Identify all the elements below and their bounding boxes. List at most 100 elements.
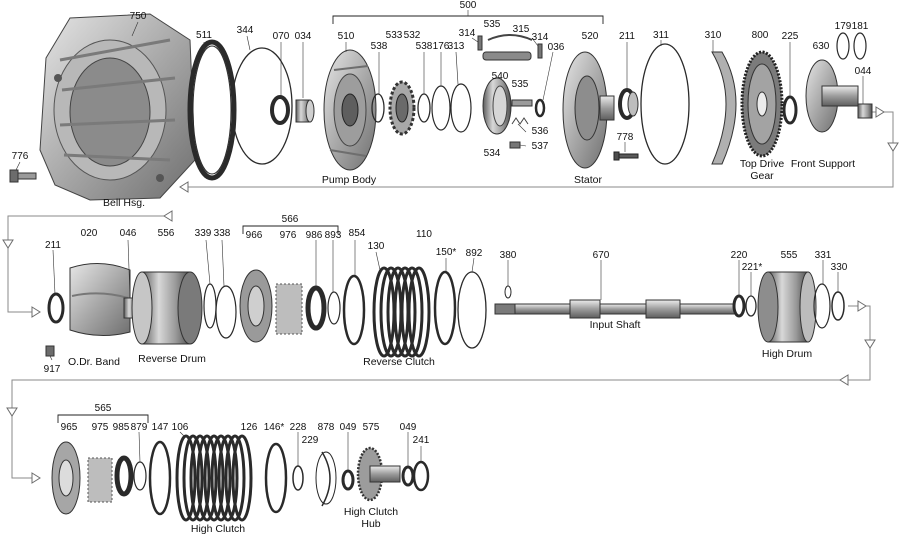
label-top-drive-line2: Gear xyxy=(750,170,774,182)
part-575: 575 xyxy=(363,422,380,433)
part-310: 310 xyxy=(705,30,722,41)
part-106: 106 xyxy=(172,422,189,433)
part-229: 229 xyxy=(302,435,319,446)
washers-220-221 xyxy=(732,294,757,318)
part-532: 532 xyxy=(404,30,421,41)
part-313: 313 xyxy=(448,41,465,52)
washer-049-a xyxy=(341,469,355,491)
high-drum xyxy=(757,271,817,343)
part-146: 146* xyxy=(264,422,285,433)
label-overdrive-band: O.Dr. Band xyxy=(68,356,120,368)
planet-pinions-975 xyxy=(87,457,113,503)
part-311: 311 xyxy=(653,30,669,41)
rings-339-338 xyxy=(203,283,237,339)
ring-511 xyxy=(187,39,237,181)
part-126: 126 xyxy=(241,422,258,433)
ring-879 xyxy=(133,461,147,491)
label-front-support: Front Support xyxy=(791,158,855,170)
ring-241 xyxy=(412,460,430,492)
ring-147 xyxy=(148,440,172,516)
part-538-a: 538 xyxy=(371,41,388,52)
seal-036 xyxy=(534,98,546,118)
part-536: 536 xyxy=(532,126,549,137)
part-034: 034 xyxy=(295,31,312,42)
planet-pinions-976 xyxy=(275,283,303,335)
label-reverse-clutch: Reverse Clutch xyxy=(363,356,435,368)
part-879: 879 xyxy=(131,422,148,433)
seal-070 xyxy=(270,95,290,125)
gasket-310 xyxy=(711,51,737,165)
part-538-b: 538 xyxy=(416,41,433,52)
part-314-b: 314 xyxy=(532,32,549,43)
part-975: 975 xyxy=(92,422,109,433)
part-380: 380 xyxy=(500,250,517,261)
ring-538-a xyxy=(371,93,385,123)
part-049-a: 049 xyxy=(340,422,357,433)
ring-854 xyxy=(342,274,366,346)
part-147: 147 xyxy=(152,422,169,433)
label-stator: Stator xyxy=(574,174,603,186)
part-211-a: 211 xyxy=(619,31,635,42)
part-778: 778 xyxy=(617,132,634,143)
part-533: 533 xyxy=(386,30,403,41)
part-535-b: 535 xyxy=(512,79,529,90)
part-339: 339 xyxy=(195,228,212,239)
part-046: 046 xyxy=(120,228,137,239)
assembly-flow-lines xyxy=(2,106,899,484)
ring-146 xyxy=(264,442,288,514)
label-high-clutch: High Clutch xyxy=(191,523,245,535)
part-800: 800 xyxy=(752,30,769,41)
group-brackets xyxy=(57,10,604,423)
part-179: 179 xyxy=(835,21,852,32)
part-917: 917 xyxy=(44,364,61,375)
ring-538-b xyxy=(417,93,431,123)
part-500: 500 xyxy=(460,0,477,11)
planet-carrier-966 xyxy=(239,269,273,343)
part-228: 228 xyxy=(290,422,307,433)
bearing-211-a xyxy=(618,88,639,120)
washer-985 xyxy=(114,455,134,497)
part-314-a: 314 xyxy=(459,28,476,39)
rings-331-330 xyxy=(813,283,845,329)
part-630: 630 xyxy=(813,41,830,52)
ring-176 xyxy=(431,85,451,131)
part-331: 331 xyxy=(815,250,832,261)
part-540: 540 xyxy=(492,71,509,82)
part-893: 893 xyxy=(325,230,342,241)
input-shaft xyxy=(494,299,736,319)
component-labels: Bell Hsg. Pump Body Stator Top Drive Gea… xyxy=(68,158,855,535)
part-555: 555 xyxy=(781,250,798,261)
part-556: 556 xyxy=(158,228,175,239)
ring-380 xyxy=(504,285,512,299)
planet-carrier-965 xyxy=(51,441,81,515)
ring-313 xyxy=(450,83,472,133)
part-965: 965 xyxy=(61,422,78,433)
part-020: 020 xyxy=(81,228,98,239)
part-338: 338 xyxy=(214,228,231,239)
part-225: 225 xyxy=(782,31,799,42)
part-878: 878 xyxy=(318,422,335,433)
part-241: 241 xyxy=(413,435,430,446)
ring-228 xyxy=(292,465,304,491)
part-966: 966 xyxy=(246,230,263,241)
part-565: 565 xyxy=(95,403,112,414)
part-985: 985 xyxy=(113,422,130,433)
part-534: 534 xyxy=(484,148,501,159)
pump-body xyxy=(323,49,377,171)
rings-179-181 xyxy=(836,32,867,60)
part-221: 221* xyxy=(742,262,763,273)
part-535-a: 535 xyxy=(484,19,501,30)
washer-986 xyxy=(305,285,327,331)
part-070: 070 xyxy=(273,31,290,42)
part-150: 150* xyxy=(436,247,457,258)
reverse-clutch-pack xyxy=(372,266,431,358)
label-high-drum: High Drum xyxy=(762,348,812,360)
bolt-776 xyxy=(9,169,37,183)
bushing-044 xyxy=(857,103,873,119)
part-537: 537 xyxy=(532,141,549,152)
label-top-drive-line1: Top Drive xyxy=(740,158,785,170)
label-reverse-drum: Reverse Drum xyxy=(138,353,206,365)
part-670: 670 xyxy=(593,250,610,261)
